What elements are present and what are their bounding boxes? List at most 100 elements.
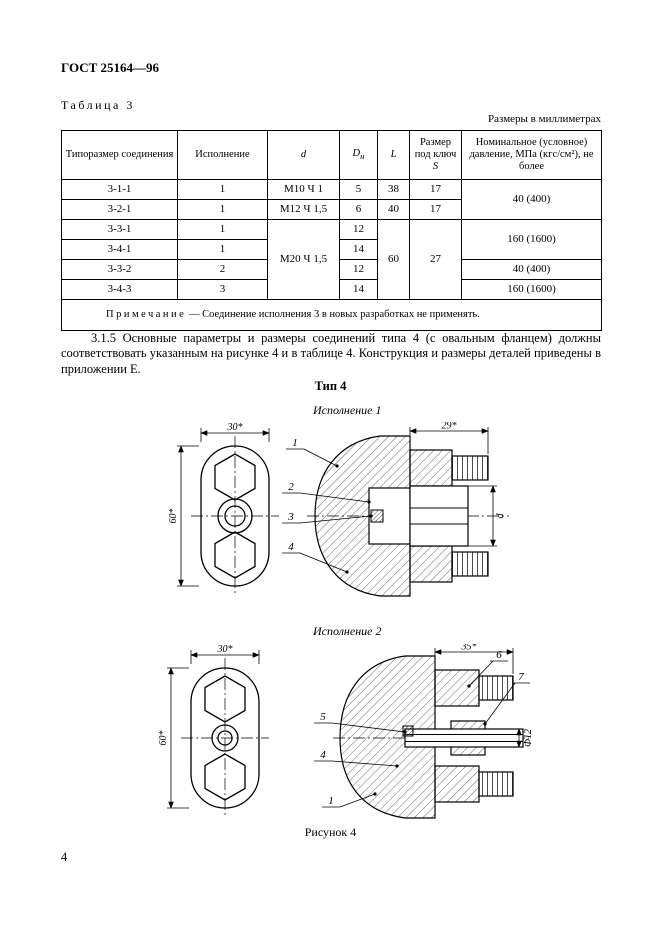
table-3: Типоразмер соединения Исполнение d Dн L … [61, 130, 602, 331]
fig1-callout-2: 2 [282, 481, 371, 504]
cell-pressure: 40 (400) [461, 179, 602, 220]
cell-d: М10 Ч 1 [267, 179, 340, 200]
fig2-callout-4: 4 [314, 749, 399, 768]
cell-size: 3-3-2 [61, 259, 178, 280]
fig2-callout-7-label: 7 [518, 671, 524, 683]
table-3-label: Таблица 3 [61, 98, 135, 112]
table-row: 3-3-2 2 12 40 (400) [61, 259, 602, 280]
units-note: Размеры в миллиметрах [488, 113, 601, 125]
fig1-dim-d-label: d [495, 513, 506, 519]
col-header-typorazmer: Типоразмер соединения [61, 130, 178, 180]
fig1-callout-2-label: 2 [288, 481, 294, 493]
fig2-dim-35-label: 35* [461, 644, 477, 653]
fig2-flange-front-view: 30* 60* [158, 644, 269, 816]
fig2-fitting-bottom [434, 765, 480, 803]
fig2-body [339, 655, 436, 819]
fig2-section-view: Ф12 35* 6 7 5 [314, 644, 534, 819]
fig1-center-bore-inner [224, 505, 246, 527]
fig1-section-view: d 29* 1 2 3 [282, 422, 509, 597]
cell-dn: 12 [339, 259, 378, 280]
fig2-dim-width-label: 30* [217, 644, 233, 655]
cell-d: М12 Ч 1,5 [267, 199, 340, 220]
fig2-pipe [404, 728, 524, 748]
variant-1-label: Исполнение 1 [313, 403, 382, 417]
cell-dn: 14 [339, 239, 378, 260]
gost-number: ГОСТ 25164—96 [61, 60, 160, 75]
col-header-ispolnenie: Исполнение [177, 130, 268, 180]
fig1-flange-front-view: 30* 60* [168, 422, 279, 594]
fig1-center-bore-outer [217, 498, 253, 534]
fig2-callout-4-label: 4 [320, 749, 326, 761]
table-row: 3-4-1 1 14 [61, 239, 602, 260]
col-header-pressure: Номинальное (условное) давление, МПа (кг… [461, 130, 602, 180]
variant-2-label: Исполнение 2 [313, 624, 382, 638]
fig2-hex-bolt-bottom [204, 753, 246, 801]
fig2-hex-bolt-top [204, 675, 246, 723]
table-row: 3-4-3 3 14 160 (1600) [61, 279, 602, 300]
cell-dn: 12 [339, 219, 378, 240]
fig2-callout-5: 5 [314, 711, 407, 734]
table-row: 3-3-1 1 М20 Ч 1,5 12 60 27 160 (1600) [61, 219, 602, 300]
fig1-stud-top [451, 455, 489, 481]
cell-d: М20 Ч 1,5 [267, 219, 340, 300]
col-header-wrench: Размер под ключ S [409, 130, 462, 180]
cell-isp: 1 [177, 219, 268, 240]
col-header-l: L [377, 130, 410, 180]
cell-l: 60 [377, 219, 410, 300]
cell-dn: 14 [339, 279, 378, 300]
fig2-seat [402, 725, 414, 737]
fig2-callout-6-label: 6 [496, 649, 502, 661]
cell-isp: 1 [177, 199, 268, 220]
fig2-dim-height-label: 60* [158, 731, 169, 746]
fig1-hex-bolt-bottom [214, 531, 256, 579]
fig2-callout-1-label: 1 [328, 795, 334, 807]
table-row: 3-2-1 1 М12 Ч 1,5 6 40 17 [61, 199, 602, 220]
cell-size: 3-3-1 [61, 219, 178, 240]
cell-size: 3-4-1 [61, 239, 178, 260]
page-number: 4 [61, 850, 68, 864]
fig1-gasket [370, 509, 384, 523]
table-note: Примечание — Соединение исполнения 3 в н… [61, 299, 602, 331]
table-note-row: Примечание — Соединение исполнения 3 в н… [61, 299, 602, 331]
fig1-nipple [409, 485, 469, 547]
fig1-callout-1-label: 1 [292, 437, 298, 449]
cell-s: 17 [409, 179, 462, 200]
cell-pressure: 160 (1600) [461, 219, 602, 260]
note-text: — Соединение исполнения 3 в новых разраб… [188, 308, 480, 320]
fig1-callout-1: 1 [286, 437, 339, 468]
fig2-stud-top [478, 675, 514, 701]
fig2-dim-phi12-label: Ф12 [523, 729, 534, 747]
fig1-callout-4: 4 [282, 541, 349, 574]
fig1-stud-bottom [451, 551, 489, 577]
cell-s: 27 [409, 219, 462, 300]
fig1-fitting-top [409, 449, 453, 487]
cell-size: 3-2-1 [61, 199, 178, 220]
cell-s: 17 [409, 199, 462, 220]
figure-1-drawing: 30* 60* [168, 422, 509, 597]
fig2-fitting-top [434, 669, 480, 707]
cell-l: 40 [377, 199, 410, 220]
fig2-stud-bottom [478, 771, 514, 797]
fig1-dim-width-label: 30* [227, 422, 243, 433]
figure-2-drawing: 30* 60* Ф12 [158, 644, 534, 819]
col-header-d: d [267, 130, 340, 180]
fig1-callout-4-label: 4 [288, 541, 294, 553]
fig2-center-bore-inner [217, 730, 233, 746]
figure-caption: Рисунок 4 [304, 825, 357, 839]
cell-isp: 1 [177, 179, 268, 200]
fig2-flange-outline [190, 667, 260, 809]
fig1-dim-29-label: 29* [442, 422, 457, 432]
fig1-dim-height-label: 60* [168, 509, 179, 524]
fig2-callout-1: 1 [322, 792, 377, 808]
cell-size: 3-4-3 [61, 279, 178, 300]
note-label: Примечание [106, 308, 187, 320]
cell-pressure: 40 (400) [461, 259, 602, 280]
cell-isp: 2 [177, 259, 268, 280]
fig2-center-bore-outer [211, 724, 239, 752]
paragraph-3-1-5: 3.1.5 Основные параметры и размеры соеди… [61, 330, 601, 376]
fig1-fitting-bottom [409, 545, 453, 583]
cell-isp: 1 [177, 239, 268, 260]
fig2-callout-5-label: 5 [320, 711, 326, 723]
fig2-callout-7: 7 [483, 671, 530, 726]
